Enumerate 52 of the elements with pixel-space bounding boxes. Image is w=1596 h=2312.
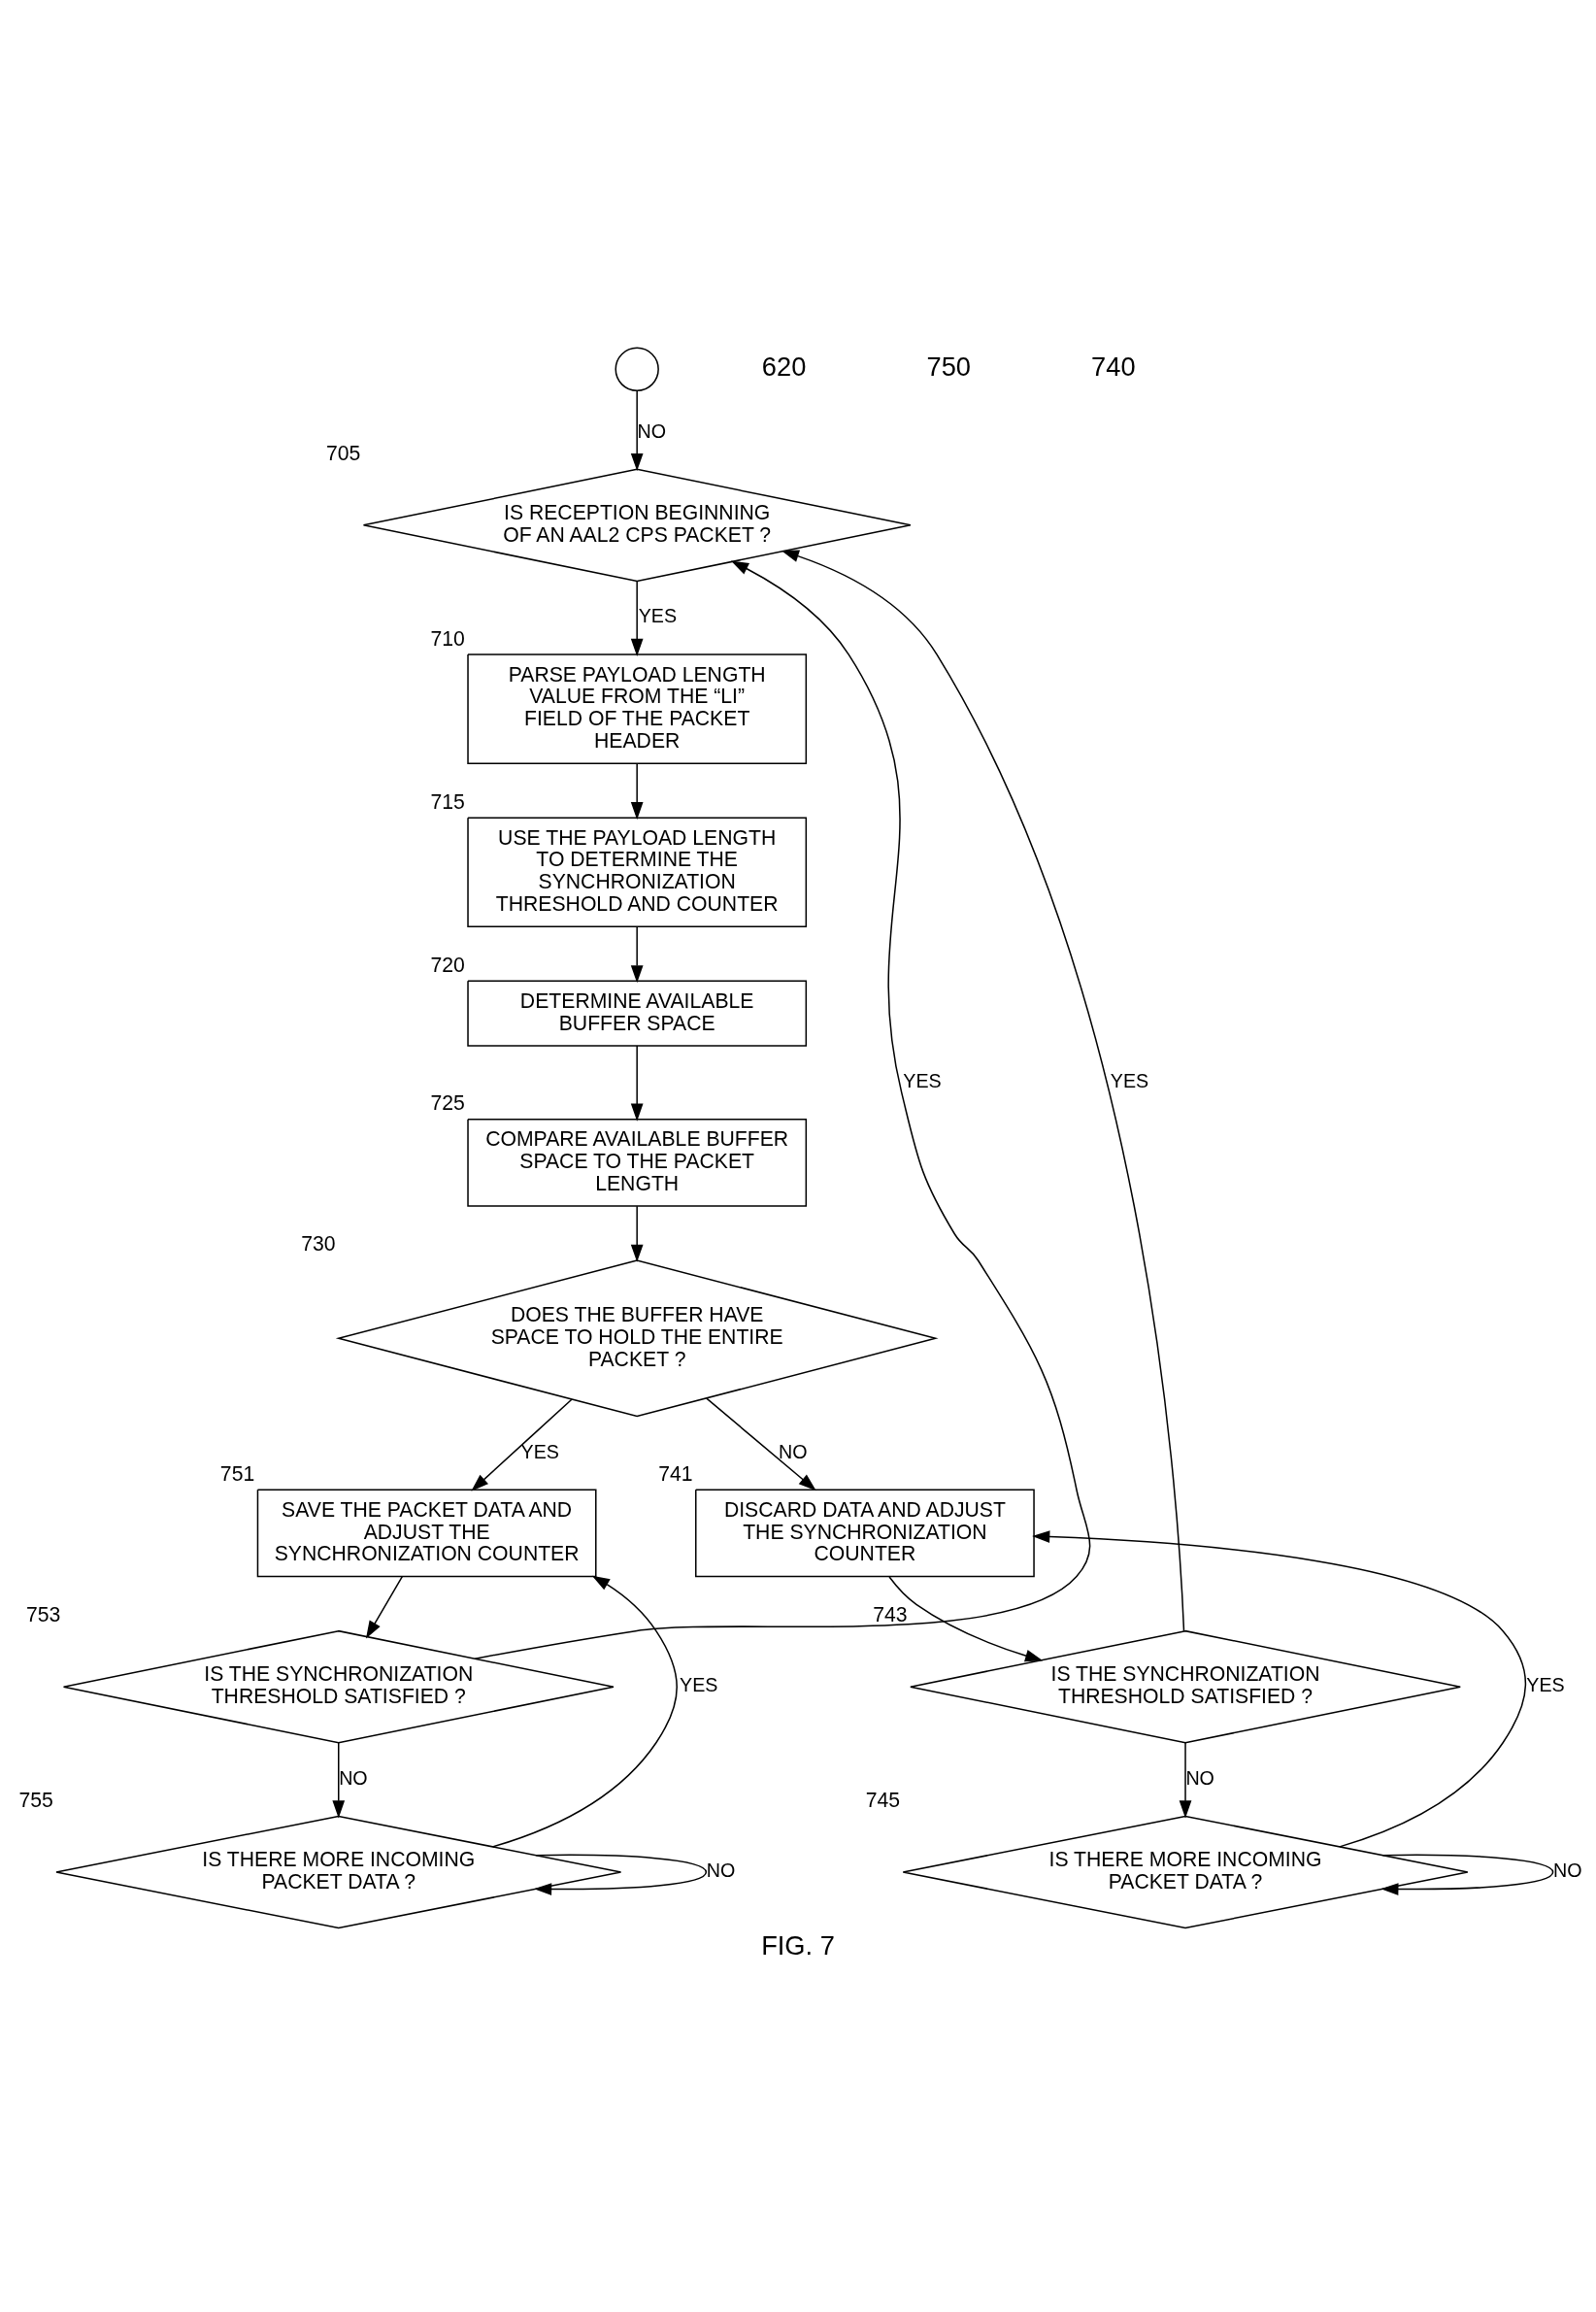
label: 740 bbox=[1091, 351, 1136, 382]
node-label: 720 bbox=[430, 953, 465, 976]
node-box: COMPARE AVAILABLE BUFFER SPACE TO THE PACKET LENGTH bbox=[467, 1118, 808, 1207]
arrow bbox=[888, 1576, 1044, 1662]
node-label: 730 bbox=[301, 1232, 336, 1256]
node-diamond: IS THE SYNCHRONIZATION THRESHOLD SATISFIED ? bbox=[62, 1629, 615, 1744]
arrow bbox=[630, 1045, 644, 1122]
arrow bbox=[630, 389, 644, 472]
node-label: 741 bbox=[658, 1461, 693, 1485]
node-circle bbox=[615, 347, 659, 392]
arrow bbox=[471, 1398, 573, 1491]
node-diamond: IS THERE MORE INCOMING PACKET DATA ? bbox=[55, 1815, 622, 1929]
caption: FIG. 7 bbox=[761, 1930, 835, 1961]
edge-label: NO bbox=[637, 419, 667, 442]
edge-label: YES bbox=[680, 1674, 718, 1696]
node-label: 751 bbox=[219, 1461, 255, 1485]
arrow bbox=[533, 1854, 708, 1895]
arrow bbox=[630, 581, 644, 656]
node-diamond: IS THE SYNCHRONIZATION THRESHOLD SATISFIED ? bbox=[910, 1629, 1461, 1744]
node-label: 705 bbox=[325, 441, 361, 464]
edge-label: YES bbox=[903, 1069, 942, 1091]
node-label: 755 bbox=[18, 1788, 53, 1811]
node-box: PARSE PAYLOAD LENGTH VALUE FROM THE “LI” FIELD OF THE PACKET HEADER bbox=[467, 653, 808, 764]
edge-label: NO bbox=[339, 1766, 368, 1789]
node-label: 715 bbox=[430, 789, 465, 813]
arrow bbox=[1179, 1742, 1192, 1819]
label: 750 bbox=[926, 351, 971, 382]
arrow bbox=[332, 1742, 346, 1819]
node-label: 745 bbox=[865, 1788, 901, 1811]
arrow bbox=[630, 762, 644, 821]
arrow bbox=[474, 560, 1091, 1659]
node-label: 743 bbox=[873, 1603, 908, 1626]
node-diamond: IS RECEPTION BEGINNING OF AN AAL2 CPS PACKET ? bbox=[362, 468, 912, 583]
node-diamond: IS THERE MORE INCOMING PACKET DATA ? bbox=[902, 1815, 1469, 1929]
edge-label: YES bbox=[638, 605, 678, 627]
arrow bbox=[491, 1575, 678, 1848]
node-label: 710 bbox=[430, 626, 465, 650]
node-label: 753 bbox=[25, 1603, 61, 1626]
edge-label: YES bbox=[1526, 1674, 1565, 1696]
edge-label: NO bbox=[1553, 1860, 1582, 1882]
arrow bbox=[706, 1397, 816, 1491]
arrow bbox=[1032, 1530, 1527, 1848]
edge-label: NO bbox=[706, 1860, 736, 1882]
edge-label: YES bbox=[1110, 1069, 1149, 1091]
node-label: 725 bbox=[430, 1091, 465, 1115]
arrow bbox=[365, 1575, 404, 1639]
arrow bbox=[630, 925, 644, 984]
label: 620 bbox=[761, 351, 807, 382]
arrow bbox=[630, 1205, 644, 1262]
node-diamond: DOES THE BUFFER HAVE SPACE TO HOLD THE ENTIRE PACKET ? bbox=[335, 1259, 939, 1418]
arrow bbox=[1380, 1854, 1554, 1895]
edge-label: NO bbox=[1185, 1766, 1214, 1789]
